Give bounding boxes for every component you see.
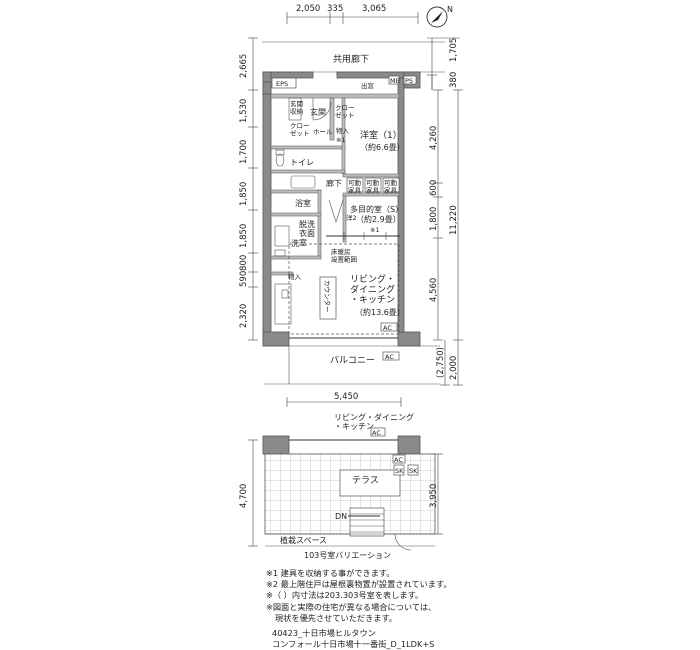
western-room-size: （約6.6畳） [360,142,405,152]
ldk: 床暖房設置範囲 物入 カウンター リビング・ダイニング・キッチン （約13.6畳… [274,243,405,339]
right-dim-5: 1,800 [429,207,439,231]
top-dim-3: 3,065 [362,4,386,14]
toilet: トイレ [275,149,314,167]
right-dim-9: 2,000 [449,356,459,380]
variation-dim-left: 4,700 [239,484,249,508]
planting-space-label: 植栽スペース [280,535,327,545]
top-dim-2: 335 [327,4,343,14]
right-dim-8: (2,750) [436,347,446,378]
ldk-size: （約13.6畳） [355,307,405,317]
entrance-area: 玄関収納 玄関 クローゼット クローゼット ホール 物入 ※1 [288,97,355,144]
right-dimensions: 1,705 380 4,260 600 1,800 11,220 4,560 (… [427,38,463,386]
multipurpose-note-mark: ※1 [370,226,380,234]
note-4: ※図面と実際の住宅が異なる場合については、 [266,601,437,612]
balcony-ac-label: AC [385,353,394,361]
ldk-ac-label: AC [383,324,392,332]
right-dim-6: 11,220 [449,205,459,235]
counter-label: カウンター [323,280,332,313]
ps-label: PS [405,77,413,85]
sink-2-label: SK [409,467,418,475]
interior-walls [270,93,400,276]
left-dim-8: 2,320 [239,304,249,328]
right-dim-2: 380 [449,72,459,88]
variation-dim-right: 3,950 [429,484,439,508]
wash-room-label: 脱洗衣面室 [299,219,315,247]
hallway: 廊下 可動家具 可動家具 可動家具 [326,177,400,195]
bottom-dim-value: 5,450 [334,392,358,402]
note-5: 現状を優先させていただきます。 [275,612,397,623]
terrace-ac-label: AC [394,456,403,464]
left-dim-1: 2,665 [239,54,249,78]
sink-1-label: SK [395,467,404,475]
variation-plan: リビング・ダイニング・キッチン AC テラス AC SK SK DN 植栽スペー… [239,412,443,560]
common-corridor-label: 共用廊下 [333,53,369,65]
eps-label: EPS [276,80,288,88]
multipurpose-room: 多目的室（S） （約2.9畳） ※1 洋2 [326,199,403,240]
bottom-dimension: 5,450 [286,392,402,407]
variation-ldk-label: リビング・ダイニング・キッチン [334,412,414,431]
top-dimensions: 2,050 335 3,065 [286,4,419,24]
movable-furniture-2: 可動家具 [366,178,380,195]
left-dim-3: 1,700 [239,140,249,164]
wash-room: 脱洗衣面室 洗 [274,219,315,257]
right-dim-4: 600 [429,180,439,196]
notes-block: ※1 建具を収納する事ができます。 ※2 最上階住戸は屋根裏物置が設置されていま… [266,568,452,624]
right-dim-7: 4,560 [429,278,439,302]
left-dim-5: 1,850 [239,224,249,248]
multipurpose-label: 多目的室（S） [350,204,403,214]
variation-caption: 103号室バリエーション [304,550,391,560]
note-3: ※（ ）内寸法は203.303号室を表します。 [266,590,424,601]
closet-right-label: クローゼット [335,104,355,120]
movable-furniture-3: 可動家具 [384,178,398,195]
toilet-label: トイレ [290,158,314,167]
right-dim-1: 1,705 [449,38,459,62]
note-2: ※2 最上階住戸は屋根裏物置が設置されています。 [266,579,452,590]
wardrobe-mark: 洋2 [346,213,357,222]
multipurpose-size: （約2.9畳） [356,214,401,224]
bathroom: 浴室 [290,175,316,208]
north-compass: N [426,5,453,28]
mb-label: MB [390,77,400,85]
closet-left-label: クローゼット [290,122,310,138]
entrance-label: 玄関 [310,107,326,117]
left-dimensions: 2,665 1,530 1,700 1,850 1,850 800 590 2,… [239,37,258,341]
left-dim-7: 590 [239,271,249,287]
top-dim-1: 2,050 [296,4,320,14]
storage-label: 物入 [336,126,350,135]
left-dim-4: 1,850 [239,182,249,206]
hallway-label: 廊下 [326,178,342,188]
laundry-label: 洗 [291,238,299,248]
balcony-label: バルコニー [330,355,375,366]
note-1: ※1 建具を収納する事ができます。 [266,568,395,578]
left-dim-6: 800 [239,255,249,271]
common-corridor: 共用廊下 [262,41,445,73]
bath-label: 浴室 [295,198,311,208]
storage-note-mark: ※1 [336,136,346,144]
code-line-2: コンフォール十日市場十一番街_D_1LDK+S [272,639,435,649]
western-room-label: 洋室（1） [360,129,402,141]
compass-label: N [447,5,453,14]
stairs-down-label: DN [335,512,347,521]
left-dim-2: 1,530 [239,99,249,123]
terrace-label: テラス [352,475,379,486]
hall-label: ホール [313,128,333,136]
western-room: 洋室（1） （約6.6畳） [360,129,405,152]
document-codes: 40423_十日市場ヒルタウン コンフォール十日市場十一番街_D_1LDK+S [272,628,434,650]
storage-2-label: 物入 [288,272,302,281]
code-line-1: 40423_十日市場ヒルタウン [272,628,376,638]
variation-ac-label: AC [372,429,381,437]
ldk-label: リビング・ダイニング・キッチン [350,273,395,306]
movable-furniture-1: 可動家具 [348,178,362,195]
balcony: バルコニー AC [264,345,440,385]
bay-window-label: 出窓 [361,81,375,90]
right-dim-3: 4,260 [429,126,439,150]
shoe-storage-label: 玄関収納 [290,99,303,116]
main-unit-walls [262,71,421,347]
floor-heating-label: 床暖房設置範囲 [331,247,357,264]
utility-shafts: EPS MB PS 出窓 [271,75,417,90]
